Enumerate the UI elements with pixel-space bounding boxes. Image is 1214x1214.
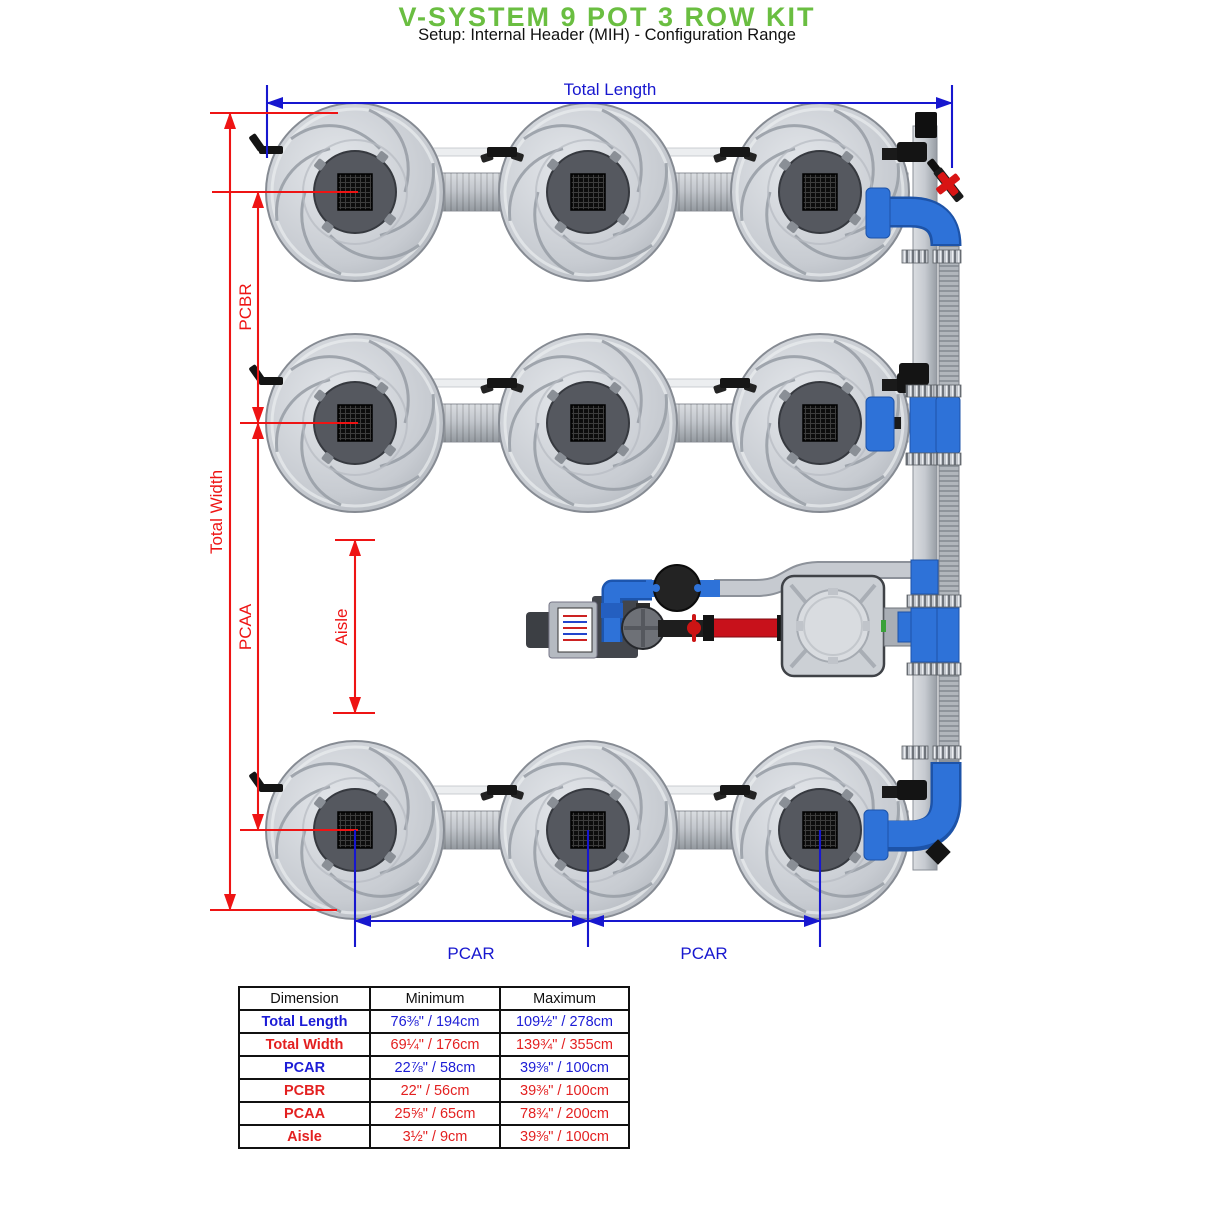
pump-assembly: [526, 559, 962, 678]
pcaa-label: PCAA: [236, 603, 255, 650]
header-dimension: Dimension: [238, 986, 371, 1011]
pcbr-label: PCBR: [236, 283, 255, 330]
dimension-pcar: PCAR PCAR: [353, 830, 822, 963]
value-cell: 3½" / 9cm: [369, 1124, 501, 1149]
dimension-name-cell: Total Length: [238, 1009, 371, 1034]
dimension-name-cell: PCAR: [238, 1055, 371, 1080]
pcar-left-label: PCAR: [447, 944, 494, 963]
dimension-total-width: Total Width: [207, 111, 338, 912]
header-minimum: Minimum: [369, 986, 501, 1011]
red-supply-pipe: [709, 618, 785, 638]
value-cell: 109½" / 278cm: [499, 1009, 630, 1034]
manifold-top-cap: [915, 112, 937, 138]
dimension-aisle: Aisle: [332, 538, 375, 715]
pot-row2-col2: [488, 332, 688, 514]
gray-valve: [621, 603, 665, 650]
manifold-connections: [863, 158, 964, 865]
dimension-name-cell: PCAA: [238, 1101, 371, 1126]
value-cell: 69¼" / 176cm: [369, 1032, 501, 1057]
drain-valve: [927, 158, 964, 203]
reservoir-tank: [780, 574, 886, 678]
pump-motor: [526, 612, 554, 648]
pcar-right-label: PCAR: [680, 944, 727, 963]
total-width-label: Total Width: [207, 470, 226, 554]
inline-valve: [687, 614, 701, 642]
dimension-name-cell: Aisle: [238, 1124, 371, 1149]
value-cell: 25⅝" / 65cm: [369, 1101, 501, 1126]
value-cell: 39⅜" / 100cm: [499, 1078, 630, 1103]
page-subtitle: Setup: Internal Header (MIH) - Configura…: [418, 26, 796, 44]
dimension-name-cell: Total Width: [238, 1032, 371, 1057]
system-diagram: Total Length Total Width PCBR PCAA Aisle: [207, 80, 964, 963]
value-cell: 39⅜" / 100cm: [499, 1124, 630, 1149]
value-cell: 76⅜" / 194cm: [369, 1009, 501, 1034]
pot-row1-col2: [488, 101, 688, 283]
table-header-row: Dimension Minimum Maximum: [238, 986, 630, 1011]
value-cell: 78¾" / 200cm: [499, 1101, 630, 1126]
value-cell: 139¾" / 355cm: [499, 1032, 630, 1057]
manifold-supply-pipe: [938, 245, 960, 791]
value-cell: 22⅞" / 58cm: [369, 1055, 501, 1080]
dimension-total-length: Total Length: [265, 80, 954, 168]
aisle-label: Aisle: [332, 609, 351, 646]
header-maximum: Maximum: [499, 986, 630, 1011]
ball-valve: [646, 564, 720, 612]
value-cell: 39⅜" / 100cm: [499, 1055, 630, 1080]
pots: [255, 101, 920, 921]
dimension-name-cell: PCBR: [238, 1078, 371, 1103]
dimension-pcaa: PCAA: [236, 422, 358, 832]
page-title: V-SYSTEM 9 POT 3 ROW KIT: [398, 2, 816, 32]
total-length-label: Total Length: [564, 80, 657, 99]
pump-label: [557, 607, 593, 653]
value-cell: 22" / 56cm: [369, 1078, 501, 1103]
